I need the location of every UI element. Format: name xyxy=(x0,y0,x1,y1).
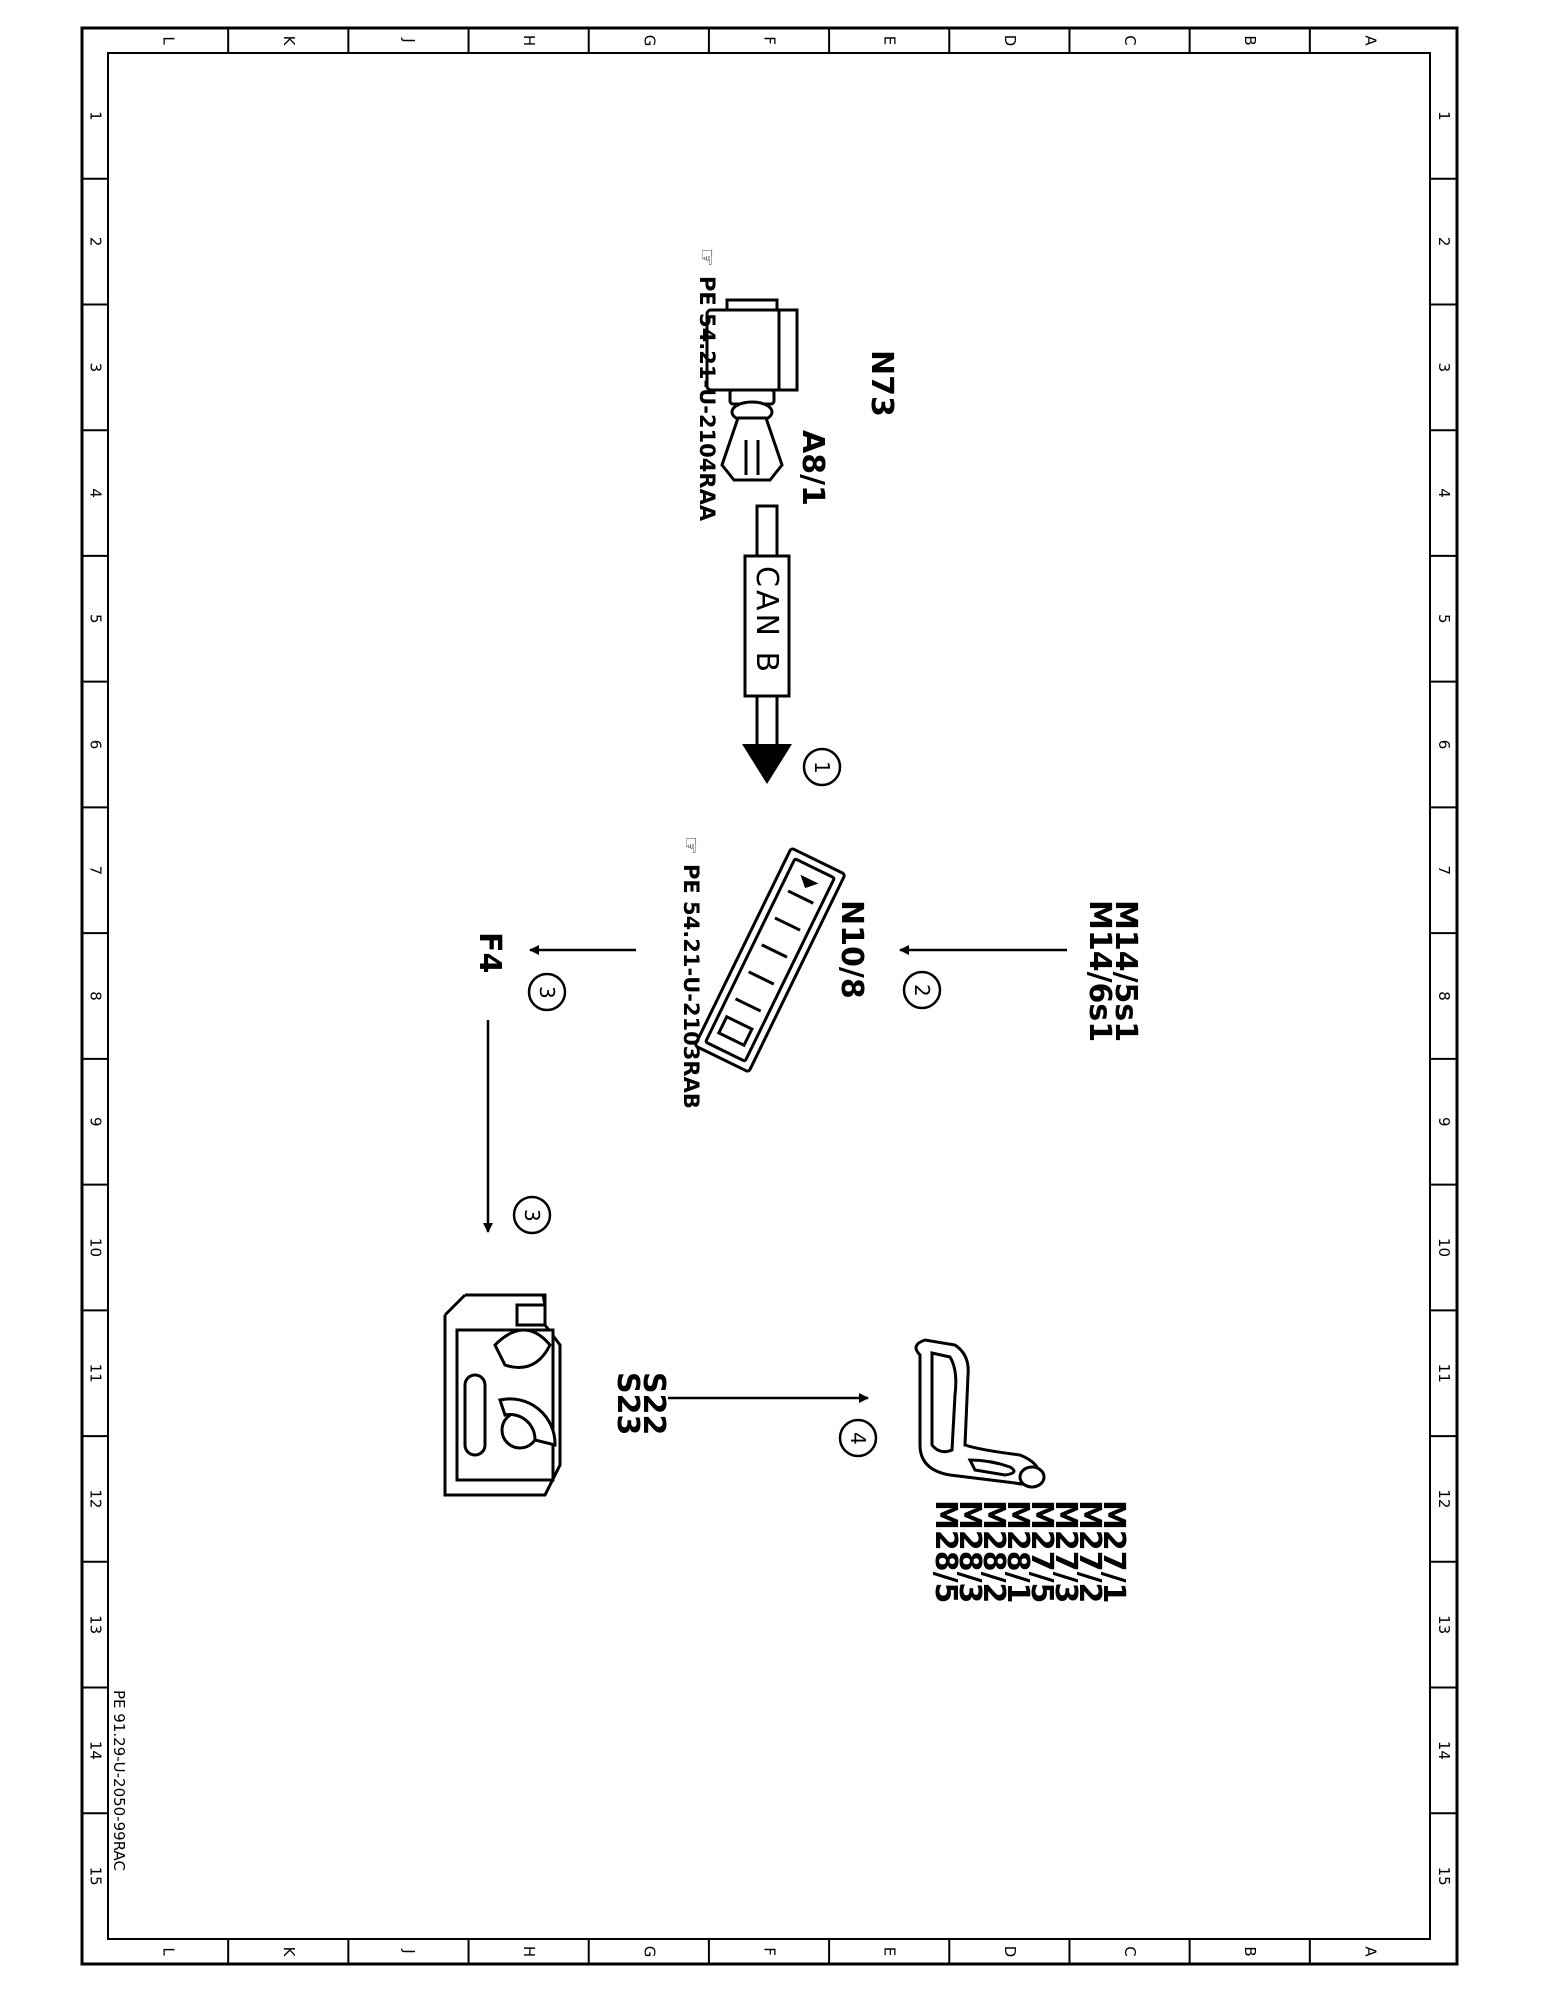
m28-3-label: M28/3 xyxy=(952,1500,987,1603)
reference-icon-2: ☞ xyxy=(679,836,703,855)
grid-column-label: J xyxy=(400,1948,418,1953)
m14-6s1-label: M14/6s1 xyxy=(1082,900,1117,1042)
step-3-number-a: 3 xyxy=(535,986,559,999)
m28-2-label: M28/2 xyxy=(976,1500,1011,1603)
m27-1-label: M27/1 xyxy=(1096,1500,1131,1603)
s22-label: S22 xyxy=(636,1372,671,1435)
grid-row-label: 1 xyxy=(87,111,105,121)
grid-column-label: C xyxy=(1121,35,1139,45)
m28-1-label: M28/1 xyxy=(1000,1500,1035,1603)
grid-column-label: D xyxy=(1001,1946,1019,1958)
grid-column-label: K xyxy=(280,36,298,47)
step-4-number: 4 xyxy=(846,1432,870,1445)
grid-row-label: 13 xyxy=(87,1615,105,1634)
grid-column-label: C xyxy=(1121,1946,1139,1956)
grid-row-label: 3 xyxy=(1435,363,1453,373)
grid-column-label: G xyxy=(640,1946,658,1958)
grid-row-label: 7 xyxy=(1435,865,1453,875)
grid-row-label: 3 xyxy=(87,363,105,373)
grid-column-label: H xyxy=(520,35,538,46)
grid-column-label: A xyxy=(1361,1946,1379,1957)
grid-row-label: 6 xyxy=(1435,740,1453,750)
grid-row-label: 4 xyxy=(87,488,105,498)
grid-column-label: F xyxy=(761,1947,779,1956)
grid-column-label: B xyxy=(1241,35,1259,45)
grid-row-label: 5 xyxy=(87,614,105,624)
n10-8-label: N10/8 xyxy=(834,900,869,999)
n73-reference: PE 54.21-U-2104RAA xyxy=(695,276,719,522)
m14-5s1-label: M14/5s1 xyxy=(1108,900,1143,1042)
grid-column-label: F xyxy=(761,36,779,45)
step-2-marker xyxy=(902,970,942,1010)
grid-row-label: 1 xyxy=(1435,111,1453,121)
step-1-number: 1 xyxy=(810,761,834,774)
step-3-number-b: 3 xyxy=(520,1209,544,1222)
step-2-number: 2 xyxy=(910,984,934,997)
drawing-id: PE 91.29-U-2050-99RAC xyxy=(110,1690,128,1871)
grid-column-label: G xyxy=(640,35,658,47)
grid-row-label: 14 xyxy=(87,1741,105,1760)
grid-column-label: H xyxy=(520,1946,538,1957)
m27-5-label: M27/5 xyxy=(1024,1500,1059,1603)
can-arrowhead xyxy=(742,744,792,784)
f4-label: F4 xyxy=(472,932,507,973)
reference-icon: ☞ xyxy=(695,248,719,267)
can-bus-label: CAN B xyxy=(749,566,784,675)
grid-row-label: 6 xyxy=(87,740,105,750)
step-4-marker xyxy=(838,1418,878,1458)
step-3-marker-b xyxy=(512,1195,552,1235)
grid-row-label: 13 xyxy=(1435,1615,1453,1634)
grid-row-label: 4 xyxy=(1435,488,1453,498)
s23-label: S23 xyxy=(610,1372,645,1435)
control-module-icon xyxy=(694,847,846,1073)
grid-row-label: 10 xyxy=(87,1238,105,1257)
n73-label: N73 xyxy=(864,350,899,417)
grid-column-label: K xyxy=(280,1947,298,1958)
m27-3-label: M27/3 xyxy=(1048,1500,1083,1603)
inner-frame xyxy=(107,52,1431,1940)
ignition-switch-icon xyxy=(705,298,799,482)
seat-switch-icon xyxy=(443,1293,562,1497)
grid-column-label: A xyxy=(1361,35,1379,46)
grid-row-label: 11 xyxy=(87,1364,105,1383)
grid-column-label: B xyxy=(1241,1946,1259,1956)
a8-1-label: A8/1 xyxy=(795,430,830,506)
m28-5-label: M28/5 xyxy=(928,1500,963,1603)
m27-2-label: M27/2 xyxy=(1072,1500,1107,1603)
grid-row-label: 9 xyxy=(1435,1117,1453,1127)
grid-row-label: 9 xyxy=(87,1117,105,1127)
grid-row-label: 5 xyxy=(1435,614,1453,624)
grid-row-label: 8 xyxy=(87,991,105,1001)
grid-row-label: 14 xyxy=(1435,1741,1453,1760)
grid-column-label: L xyxy=(160,1947,178,1956)
grid-column-label: L xyxy=(160,36,178,45)
grid-column-label: D xyxy=(1001,35,1019,47)
grid-row-label: 12 xyxy=(87,1489,105,1508)
grid-row-label: 8 xyxy=(1435,991,1453,1001)
step-1-marker xyxy=(802,747,842,787)
grid-row-label: 7 xyxy=(87,865,105,875)
grid-row-label: 2 xyxy=(1435,237,1453,247)
grid-row-label: 11 xyxy=(1435,1364,1453,1383)
grid-row-label: 15 xyxy=(87,1867,105,1886)
grid-row-label: 10 xyxy=(1435,1238,1453,1257)
grid-column-label: J xyxy=(400,37,418,42)
grid-row-label: 2 xyxy=(87,237,105,247)
grid-column-label: E xyxy=(881,1947,899,1956)
grid-column-label: E xyxy=(881,36,899,45)
seat-icon xyxy=(914,1338,1046,1489)
grid-ticks xyxy=(82,28,1457,1964)
n10-8-reference: PE 54.21-U-2103RAB xyxy=(679,864,703,1109)
grid-row-label: 12 xyxy=(1435,1489,1453,1508)
outer-frame xyxy=(80,26,1459,1966)
step-3-marker-a xyxy=(527,972,567,1012)
can-bus-box xyxy=(743,554,791,698)
grid-row-label: 15 xyxy=(1435,1867,1453,1886)
